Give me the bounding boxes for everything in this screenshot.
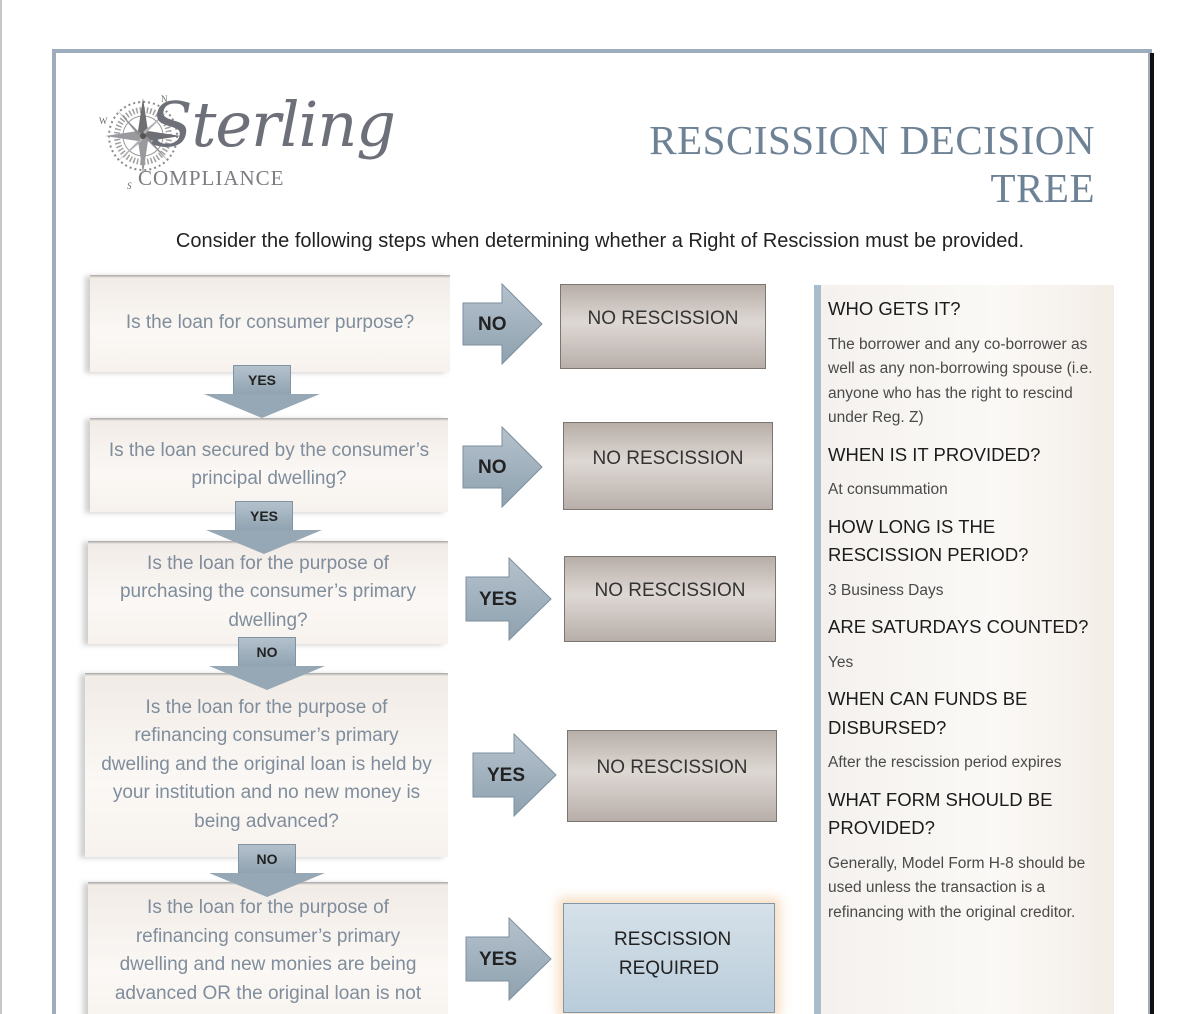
left-margin-rule xyxy=(0,0,2,1014)
logo-wordmark: Sterling xyxy=(150,88,396,161)
question-box: Is the loan for consumer purpose? xyxy=(90,275,450,372)
faq-question: WHEN CAN FUNDS BE DISBURSED? xyxy=(828,688,1028,738)
compass-n-label: N xyxy=(161,94,168,104)
question-box: Is the loan for the purpose of refinanci… xyxy=(85,673,448,857)
outcome-box: NO RESCISSION xyxy=(560,284,766,369)
question-box: Is the loan for the purpose of purchasin… xyxy=(88,541,448,644)
faq-answer: 3 Business Days xyxy=(828,581,944,599)
right-arrow-label: NO xyxy=(478,314,507,335)
faq-question: HOW LONG IS THE RESCISSION PERIOD? xyxy=(828,515,1029,566)
faq-answer: Generally, Model Form H-8 should be used… xyxy=(828,854,1086,921)
right-arrow-label: NO xyxy=(478,457,507,478)
question-text: Is the loan for the purpose of purchasin… xyxy=(119,552,417,631)
faq-answer: At consummation xyxy=(828,481,948,498)
faq-question: WHAT FORM SHOULD BE PROVIDED? xyxy=(828,788,1053,839)
sterling-compliance-logo: N W S xyxy=(95,90,355,210)
outcome-text: NO RESCISSION xyxy=(587,307,739,329)
outcome-text: NO RESCISSION xyxy=(592,448,744,469)
compass-w-label: W xyxy=(99,116,108,126)
compass-rose-icon: N W S xyxy=(99,94,181,191)
outcome-text: NO RESCISSION xyxy=(596,757,748,778)
outcome-text: NO RESCISSION xyxy=(594,580,746,601)
right-arrow: NO xyxy=(462,283,544,365)
outcome-box: NO RESCISSION xyxy=(564,556,776,642)
compass-s-label: S xyxy=(127,181,132,191)
outcome-box: NO RESCISSION xyxy=(567,730,777,822)
faq-panel: WHO GETS IT? The borrower and any co-bor… xyxy=(814,285,1114,1014)
question-box: Is the loan secured by the consumer’s pr… xyxy=(90,418,448,512)
right-arrow: YES xyxy=(465,917,553,1001)
faq-answer: After the rescission period expires xyxy=(828,754,1062,771)
question-text: Is the loan for consumer purpose? xyxy=(125,312,415,334)
right-arrow: NO xyxy=(462,426,544,508)
right-arrow-label: YES xyxy=(479,949,518,970)
faq-question: WHEN IS IT PROVIDED? xyxy=(828,443,1041,465)
down-arrow: NO xyxy=(209,637,325,691)
faq-answer: Yes xyxy=(828,653,854,671)
down-arrow-label: YES xyxy=(249,508,278,524)
down-arrow: YES xyxy=(204,365,320,419)
down-arrow: NO xyxy=(209,844,325,898)
right-arrow: YES xyxy=(472,733,558,817)
right-arrow: YES xyxy=(465,557,553,641)
down-arrow-label: NO xyxy=(256,851,278,867)
page-shadow xyxy=(1150,53,1154,1014)
question-text: Is the loan for the purpose of refinanci… xyxy=(101,696,432,832)
faq-question: ARE SATURDAYS COUNTED? xyxy=(828,616,1089,637)
question-text: Is the loan secured by the consumer’s pr… xyxy=(108,439,430,490)
right-arrow-label: YES xyxy=(487,765,526,786)
outcome-box: NO RESCISSION xyxy=(563,422,773,510)
faq-answer: The borrower and any co-borrower as well… xyxy=(828,335,1093,427)
intro-text: Consider the following steps when determ… xyxy=(175,230,1025,252)
rescission-required-box: RESCISSION REQUIRED xyxy=(563,903,775,1013)
outcome-text: RESCISSION REQUIRED xyxy=(614,929,732,979)
logo-subtitle: COMPLIANCE xyxy=(138,166,285,190)
down-arrow-label: YES xyxy=(247,372,276,388)
down-arrow: YES xyxy=(206,501,322,555)
question-text: Is the loan for the purpose of refinanci… xyxy=(114,897,422,1004)
page-title: RESCISSION DECISION TREE xyxy=(649,117,1095,211)
down-arrow-label: NO xyxy=(256,644,278,660)
right-arrow-label: YES xyxy=(479,589,518,610)
question-box: Is the loan for the purpose of refinanci… xyxy=(88,882,448,1014)
faq-question: WHO GETS IT? xyxy=(828,298,961,319)
